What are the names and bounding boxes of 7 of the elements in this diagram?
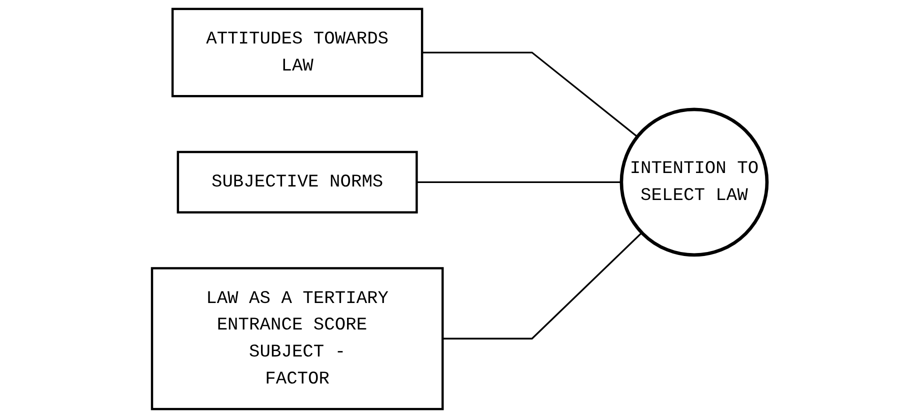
connector [416,181,622,184]
node-box: SUBJECTIVE NORMS [176,150,418,214]
connector [422,52,638,138]
node-box: ATTITUDES TOWARDS LAW [171,8,424,98]
node-box: LAW AS A TERTIARY ENTRANCE SCORE SUBJECT - FACTOR [150,267,444,410]
connector [442,232,642,340]
node-circle: INTENTION TO SELECT LAW [620,108,769,257]
